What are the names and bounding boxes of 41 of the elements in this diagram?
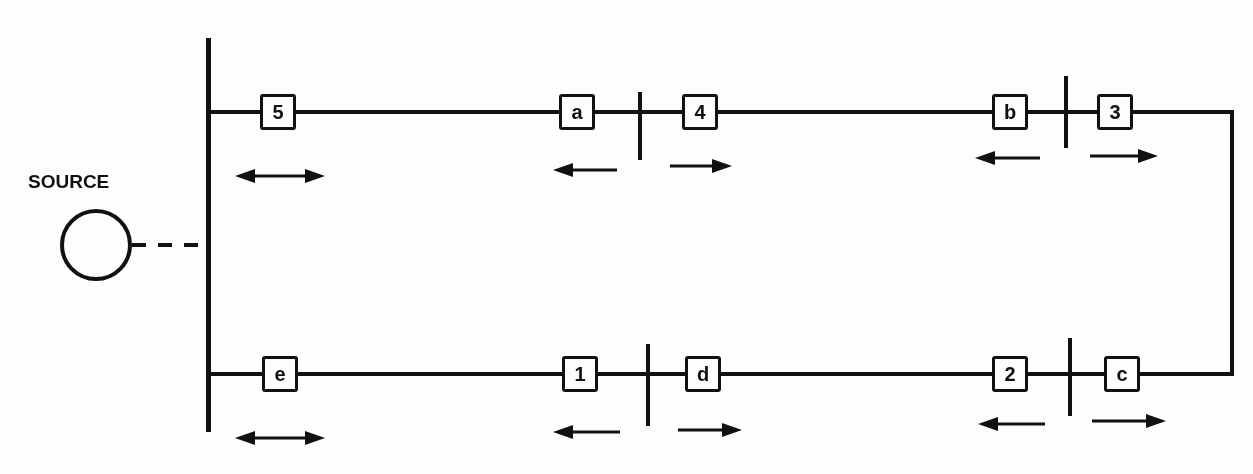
relay-label: c <box>1116 364 1128 384</box>
busbar <box>638 92 642 160</box>
relay-box <box>260 94 296 130</box>
relay-label: 5 <box>272 102 284 122</box>
line-connector <box>595 110 638 114</box>
relay-box <box>1097 94 1133 130</box>
line-connector <box>598 372 646 376</box>
relay-label: 1 <box>574 364 586 384</box>
line-connector <box>721 372 992 376</box>
line-connector <box>1028 110 1064 114</box>
relay-box <box>682 94 718 130</box>
relay-box <box>1104 356 1140 392</box>
relay-label: 3 <box>1109 102 1121 122</box>
relay-box <box>562 356 598 392</box>
relay-box <box>262 356 298 392</box>
relay-box <box>992 94 1028 130</box>
relay-box <box>685 356 721 392</box>
line-connector <box>298 372 562 376</box>
line-connector <box>211 372 262 376</box>
line-connector <box>296 110 559 114</box>
busbar <box>1064 76 1068 148</box>
relay-label: 4 <box>694 102 706 122</box>
line-connector <box>718 110 992 114</box>
line-connector <box>642 110 682 114</box>
busbar <box>646 344 650 426</box>
line-connector <box>1068 110 1097 114</box>
relay-label: 2 <box>1004 364 1016 384</box>
relay-box <box>559 94 595 130</box>
busbar <box>206 38 211 432</box>
line-connector <box>1028 372 1068 376</box>
relay-label: d <box>696 364 710 384</box>
line-connector <box>1072 372 1104 376</box>
line-connector <box>1133 110 1234 376</box>
line-connector <box>211 110 260 114</box>
relay-label: b <box>1003 102 1017 122</box>
source-label: SOURCE <box>28 171 110 193</box>
relay-label: e <box>274 364 286 384</box>
relay-label: a <box>571 102 583 122</box>
relay-box <box>992 356 1028 392</box>
line-connector <box>650 372 685 376</box>
busbar <box>1068 338 1072 416</box>
